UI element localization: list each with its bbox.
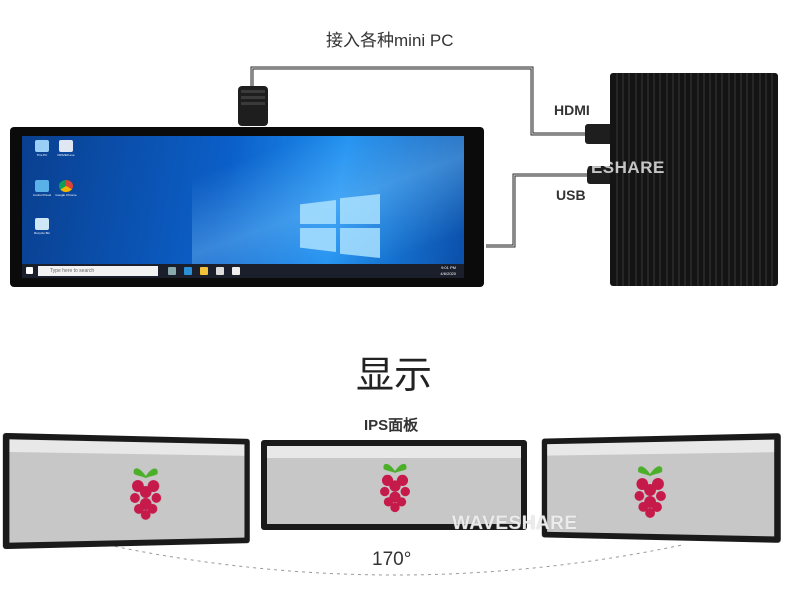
hdmi-plug-side [585, 124, 613, 144]
top-caption: 接入各种mini PC [326, 31, 454, 50]
panel-caption: IPS面板 [364, 417, 419, 434]
heatsink-fin [678, 73, 680, 286]
heatsink-fin [740, 73, 742, 286]
heatsink-fin [684, 73, 687, 286]
this-pc-icon[interactable]: This PC [30, 140, 54, 157]
mini-pc-box [610, 73, 778, 286]
heatsink-fin [709, 73, 711, 286]
edge-icon[interactable] [184, 267, 192, 275]
heatsink-fin [746, 73, 749, 286]
heatsink-fin [634, 73, 637, 286]
usb-label: USB [556, 187, 586, 203]
file-explorer-icon[interactable] [200, 267, 208, 275]
task-view-icon[interactable] [168, 267, 176, 275]
recycle-bin-icon[interactable]: Recycle Bin [30, 218, 54, 235]
heatsink-fin [696, 73, 699, 286]
viewing-angle-label: 170° [372, 549, 412, 570]
heatsink-fin [758, 73, 761, 286]
driver-icon[interactable]: DRIVER.exe [54, 140, 78, 157]
panel-left-screen [9, 439, 245, 543]
panel-left [2, 432, 250, 550]
taskbar-clock[interactable]: 9:01 PM 4/6/2020 [440, 265, 456, 276]
chrome-icon[interactable]: Google Chrome [54, 180, 78, 197]
heatsink-fin [671, 73, 674, 286]
heatsink-fin [771, 73, 773, 286]
heatsink-fin [690, 73, 693, 286]
heatsink-fin [733, 73, 736, 286]
hdmi-label: HDMI [554, 102, 590, 118]
section-title: 显示 [356, 355, 433, 397]
heatsink-fin [659, 73, 662, 286]
panel-right-screen [547, 439, 775, 537]
heatsink-fin [640, 73, 643, 286]
start-button-icon[interactable] [26, 267, 33, 274]
taskbar-search-input[interactable]: Type here to search [38, 266, 158, 276]
heatsink-fin [764, 73, 767, 286]
raspberry-pi-logo-icon [380, 463, 410, 513]
raspberry-pi-logo-icon [634, 466, 666, 518]
heatsink-fin [721, 73, 724, 286]
heatsink-fin [727, 73, 730, 286]
taskbar: Type here to search 9:01 PM 4/6/2020 [22, 264, 464, 278]
heatsink-fin [622, 73, 625, 286]
store-icon[interactable] [216, 267, 224, 275]
panel-center [261, 440, 527, 530]
heatsink-fin [702, 73, 705, 286]
watermark-bottom: WAVESHARE [452, 513, 578, 534]
panel-center-screen [267, 446, 521, 524]
windows-logo-icon [300, 194, 380, 258]
raspberry-pi-logo-icon [130, 468, 162, 520]
heatsink-fin [752, 73, 755, 286]
heatsink-fin [647, 73, 649, 286]
control-panel-icon[interactable]: Control Panel [30, 180, 54, 197]
heatsink-fin [616, 73, 618, 286]
heatsink-fin [715, 73, 718, 286]
panel-right [541, 433, 781, 543]
windows-desktop: This PC DRIVER.exe Control Panel Google … [22, 136, 464, 278]
mail-icon[interactable] [232, 267, 240, 275]
watermark-top: WAVESHARE [552, 158, 665, 177]
heatsink-fin [665, 73, 668, 286]
viewing-angle-arc [107, 544, 683, 576]
heatsink-fin [653, 73, 656, 286]
usb-plug [587, 166, 613, 184]
heatsink-fin [628, 73, 631, 286]
